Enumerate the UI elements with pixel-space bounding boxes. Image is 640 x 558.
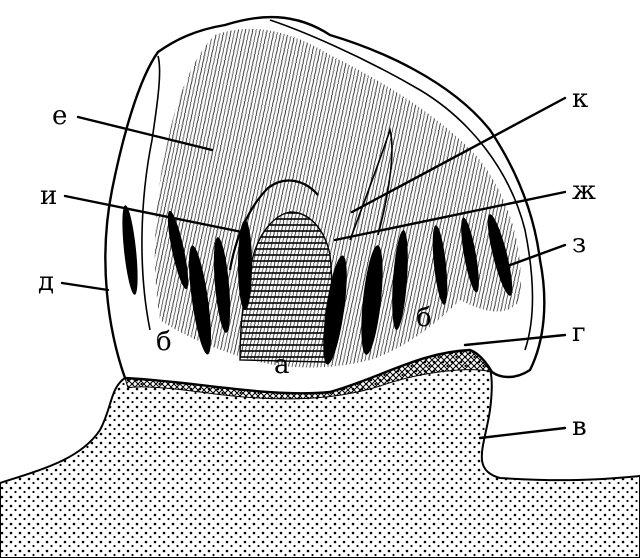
label-g: г — [572, 318, 586, 348]
label-e: е — [52, 101, 67, 131]
label-z: з — [572, 229, 586, 259]
label-zh: ж — [572, 176, 596, 206]
label-d: д — [38, 267, 54, 297]
label-a: а — [274, 350, 290, 380]
label-b-left: б — [156, 327, 172, 357]
label-k: к — [572, 84, 588, 114]
label-i: и — [40, 181, 57, 211]
label-v: в — [572, 412, 587, 442]
label-b-right: б — [416, 303, 432, 333]
